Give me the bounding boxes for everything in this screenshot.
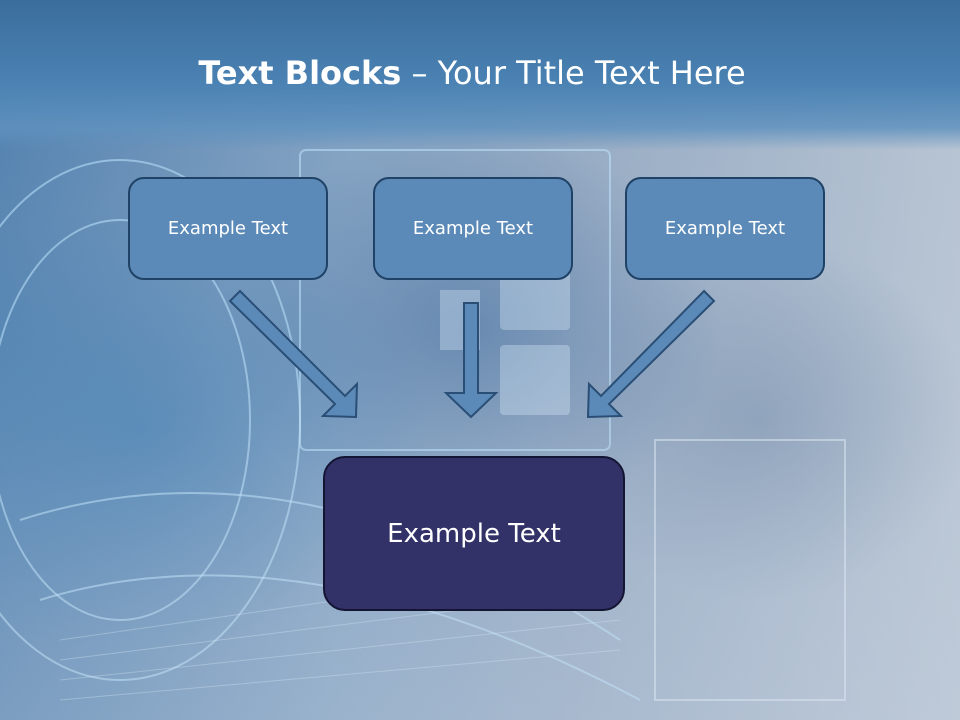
arrow-left	[228, 289, 359, 419]
title-dash: –	[401, 54, 438, 92]
text-block-1-label: Example Text	[167, 218, 289, 239]
title-bold-part: Text Blocks	[198, 54, 402, 92]
arrow-center	[443, 302, 499, 419]
text-block-2-label: Example Text	[412, 218, 534, 239]
text-block-2: Example Text	[373, 177, 573, 280]
text-block-1: Example Text	[128, 177, 328, 280]
result-block-label: Example Text	[387, 518, 561, 549]
text-block-3-label: Example Text	[664, 218, 786, 239]
title-bar	[0, 0, 960, 150]
slide-title: Text Blocks – Your Title Text Here	[0, 54, 944, 92]
result-block: Example Text	[323, 456, 625, 611]
text-block-3: Example Text	[625, 177, 825, 280]
arrow-right	[586, 289, 716, 419]
title-rest: Your Title Text Here	[437, 54, 746, 92]
